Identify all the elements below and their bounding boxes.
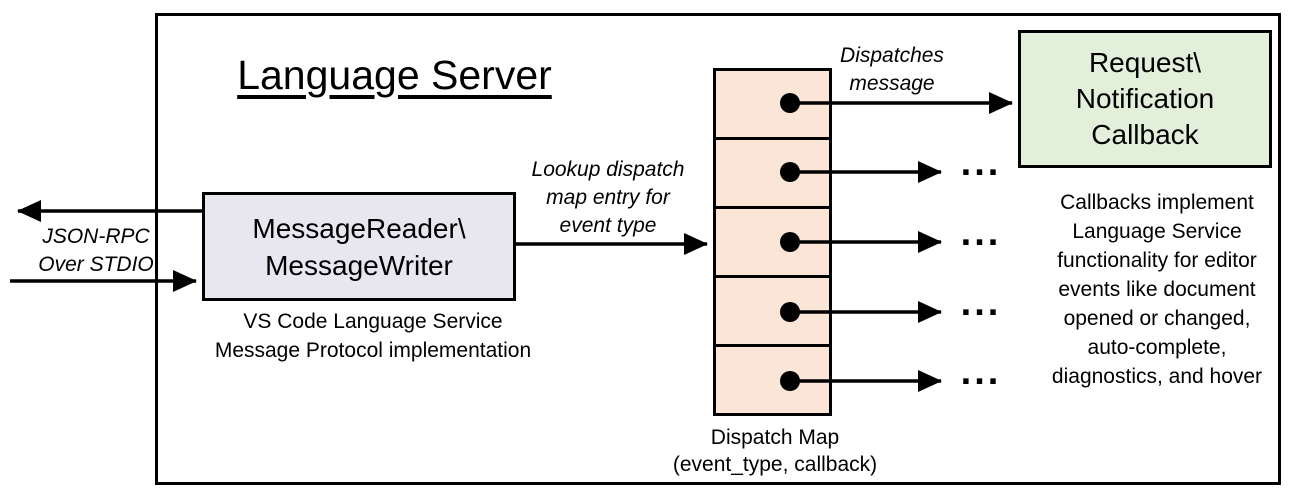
dispatch-map-box [713, 68, 832, 416]
json-rpc-stdio-label: JSON-RPC Over STDIO [38, 225, 154, 276]
message-reader-box: MessageReader\ MessageWriter [202, 192, 516, 301]
callbacks-note: Callbacks implement Language Service fun… [1051, 191, 1263, 388]
ellipsis-row-4: ... [960, 282, 1002, 324]
language-server-boundary-box [155, 13, 1281, 485]
dispatch-map-cell [716, 137, 829, 206]
message-reader-box-label: MessageReader\ MessageWriter [252, 212, 466, 281]
ellipsis-row-3: ... [960, 212, 1002, 254]
ellipsis-row-2: ... [960, 142, 1002, 184]
ellipsis-row-5: ... [960, 351, 1002, 393]
callback-box-label: Request\ Notification Callback [1075, 47, 1215, 150]
callback-box: Request\ Notification Callback [1018, 30, 1272, 168]
diagram-title: Language Server [237, 52, 552, 98]
lookup-dispatch-label: Lookup dispatch map entry for event type [531, 158, 685, 237]
dispatches-message-label: Dispatches message [840, 44, 944, 95]
message-reader-caption: VS Code Language Service Message Protoco… [214, 310, 532, 362]
dispatch-map-cell [716, 344, 829, 413]
dispatch-map-cell [716, 275, 829, 344]
dispatch-map-cell [716, 71, 829, 137]
dispatch-map-caption: Dispatch Map (event_type, callback) [672, 426, 878, 476]
dispatch-map-cell [716, 206, 829, 275]
